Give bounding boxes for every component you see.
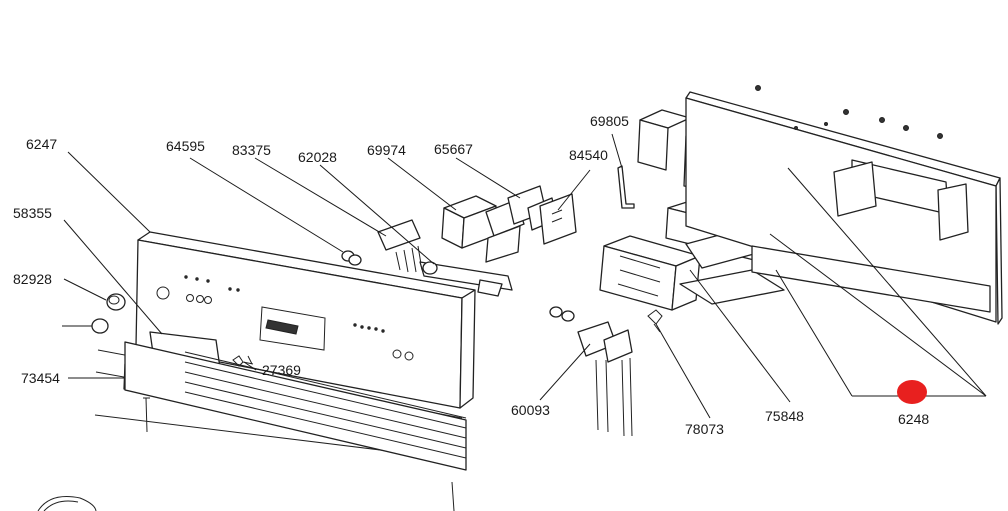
label-6247: 6247 xyxy=(26,136,57,152)
label-69805: 69805 xyxy=(590,113,629,129)
label-60093: 60093 xyxy=(511,402,550,418)
knob-unlabeled[interactable] xyxy=(91,318,109,334)
label-84540: 84540 xyxy=(569,147,608,163)
bracket-84540[interactable] xyxy=(539,193,577,245)
label-75848: 75848 xyxy=(765,408,804,424)
label-83375: 83375 xyxy=(232,142,271,158)
highlight-marker xyxy=(897,380,927,404)
label-82928: 82928 xyxy=(13,271,52,287)
sensor-60093[interactable] xyxy=(577,321,633,437)
switch-83375[interactable] xyxy=(377,219,423,273)
control-panel-6247[interactable] xyxy=(135,231,476,409)
label-27369: 27369 xyxy=(262,362,301,378)
panel-indicator-dots xyxy=(184,275,385,333)
label-6248: 6248 xyxy=(898,411,929,427)
button-64595[interactable] xyxy=(341,250,362,266)
bar-62028[interactable] xyxy=(419,261,513,297)
label-58355: 58355 xyxy=(13,205,52,221)
knob-82928[interactable] xyxy=(106,293,126,311)
partial-graphic-corner xyxy=(37,496,97,511)
trim-strips[interactable] xyxy=(94,341,467,511)
control-board-75848[interactable] xyxy=(599,235,785,311)
rod-69805[interactable] xyxy=(617,165,635,209)
wire-78073[interactable] xyxy=(647,309,663,333)
label-69974: 69974 xyxy=(367,142,406,158)
housing-screws xyxy=(755,85,943,139)
label-73454: 73454 xyxy=(21,370,60,386)
label-64595: 64595 xyxy=(166,138,205,154)
module-69974[interactable] xyxy=(441,195,525,263)
label-62028: 62028 xyxy=(298,149,337,165)
label-78073: 78073 xyxy=(685,421,724,437)
label-65667: 65667 xyxy=(434,141,473,157)
screw-part[interactable] xyxy=(143,397,150,433)
buttons-unlabeled[interactable] xyxy=(549,306,575,322)
housing-6248[interactable] xyxy=(637,91,1003,325)
